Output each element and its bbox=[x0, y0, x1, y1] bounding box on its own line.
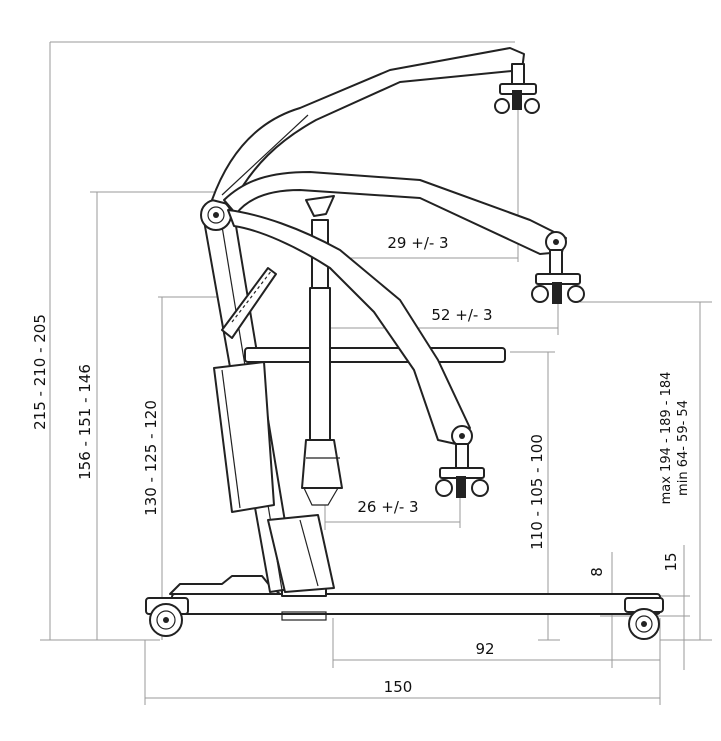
label-base-clearance: 8 bbox=[588, 567, 606, 577]
boom-top-position bbox=[211, 47, 540, 206]
base-plate bbox=[281, 611, 327, 621]
spreader-bar-mid bbox=[531, 249, 585, 304]
lift-actuator bbox=[301, 195, 343, 506]
label-boom-reach-top: 29 +/- 3 bbox=[387, 234, 448, 252]
label-boom-reach-mid: 52 +/- 3 bbox=[431, 306, 492, 324]
leg-spreader-arm bbox=[244, 347, 506, 363]
front-castor-wheel bbox=[624, 597, 664, 640]
label-wheel-height: 15 bbox=[662, 552, 680, 571]
push-handle bbox=[221, 267, 277, 339]
label-total-length: 150 bbox=[384, 678, 413, 696]
spreader-bar-top bbox=[494, 63, 540, 114]
base-housing bbox=[169, 575, 281, 595]
label-lift-min: min 64- 59- 54 bbox=[676, 400, 691, 496]
boom-mid-position bbox=[223, 171, 585, 304]
actuator-cylinder bbox=[309, 287, 331, 449]
label-total-height: 215 - 210 - 205 bbox=[31, 314, 49, 430]
label-pivot-height: 156 - 151 - 146 bbox=[76, 364, 94, 480]
dimension-labels: 215 - 210 - 205 156 - 151 - 146 130 - 12… bbox=[31, 234, 691, 696]
actuator-motor bbox=[301, 439, 343, 489]
mast bbox=[200, 199, 335, 593]
label-leg-length: 92 bbox=[475, 640, 494, 658]
base-leg bbox=[171, 593, 661, 615]
base-frame bbox=[145, 575, 664, 640]
label-lift-max: max 194 - 189 - 184 bbox=[659, 372, 674, 505]
battery-box bbox=[213, 361, 275, 513]
label-leg-height: 110 - 105 - 100 bbox=[528, 434, 546, 550]
actuator-top-mount bbox=[305, 195, 335, 217]
spreader-bar-low bbox=[435, 443, 489, 498]
rear-castor-wheel bbox=[145, 597, 189, 637]
label-handle-height: 130 - 125 - 120 bbox=[142, 400, 160, 516]
boom-low-position bbox=[227, 209, 489, 498]
actuator-housing bbox=[267, 514, 335, 593]
label-boom-reach-low: 26 +/- 3 bbox=[357, 498, 418, 516]
